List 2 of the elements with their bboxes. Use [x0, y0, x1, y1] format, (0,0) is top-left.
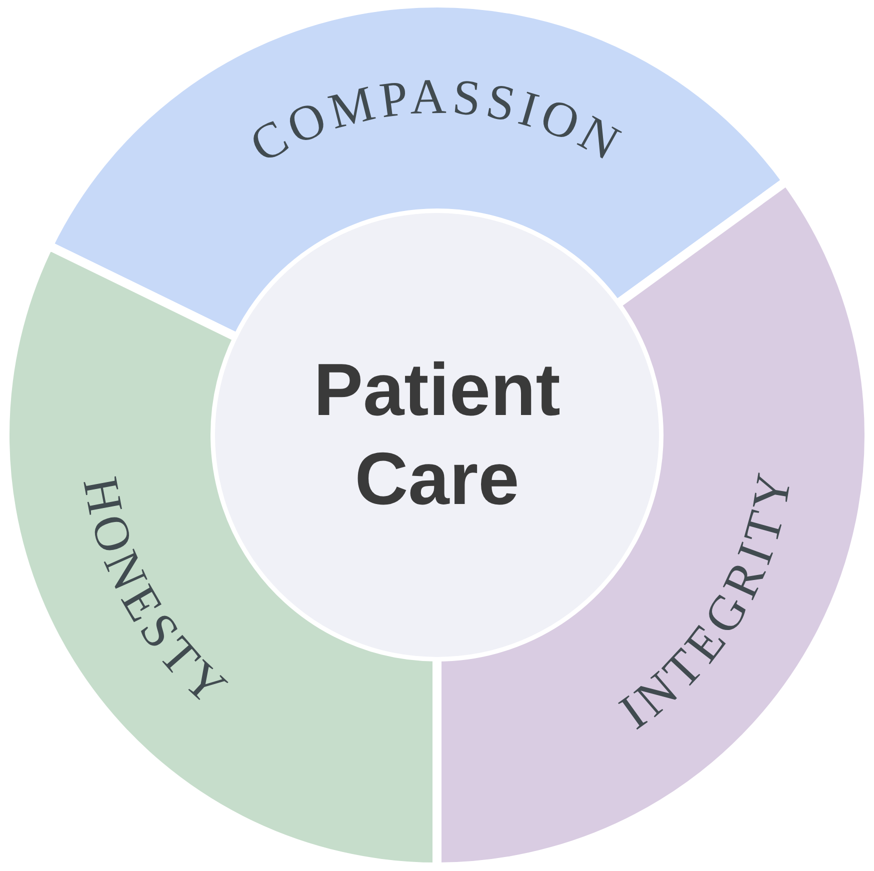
center-title: Patient Care — [312, 347, 562, 522]
segment-label: COMPASSION — [240, 68, 634, 174]
